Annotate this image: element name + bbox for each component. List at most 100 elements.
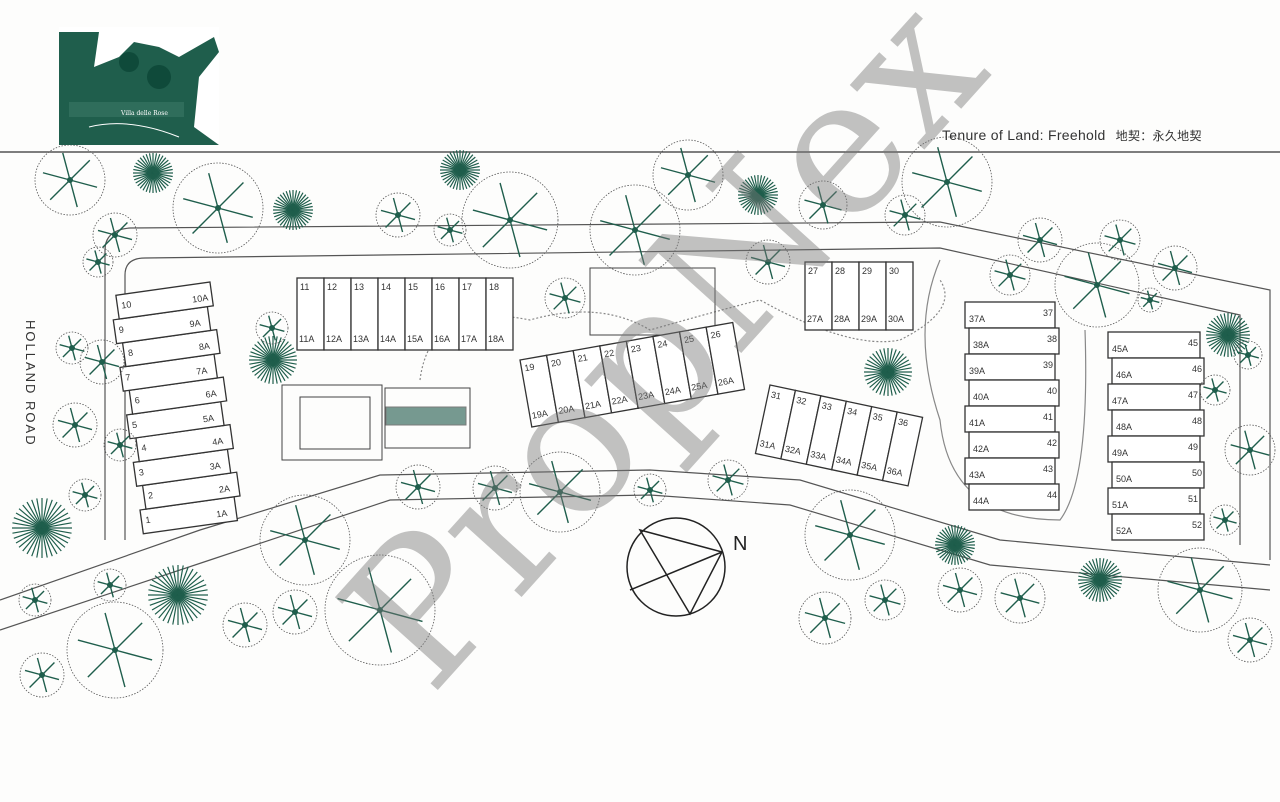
unit-number: 25 [683,334,695,346]
unit-a-number: 20A [558,403,576,416]
unit-number: 13 [354,282,364,292]
unit-number: 47 [1188,390,1198,400]
unit-number: 39 [1043,360,1053,370]
tree-icon [172,162,264,254]
unit-number: 32 [795,395,807,407]
tree-icon [1152,245,1198,291]
unit-a-number: 22A [611,394,629,407]
tree-icon [652,139,724,211]
unit-a-number: 2A [218,483,230,494]
unit-number: 5 [131,420,137,431]
unit-a-number: 3A [209,460,221,471]
tree-icon [935,525,975,565]
unit-number: 8 [127,347,133,358]
tree-icon [1199,374,1231,406]
tree-icon [103,428,137,462]
tree-icon [884,194,926,236]
unit-number: 34 [846,406,858,418]
unit-42[interactable]: 42 42A [968,431,1060,459]
unit-a-number: 42A [973,444,989,454]
tree-icon [1206,313,1250,357]
tree-icon [864,348,912,396]
tenure-en: Tenure of Land: Freehold [942,127,1106,143]
unit-a-number: 6A [205,388,217,399]
unit-a-number: 19A [531,408,549,421]
tree-icon [472,465,518,511]
unit-number: 29 [862,266,872,276]
unit-a-number: 48A [1116,422,1132,432]
unit-number: 35 [872,411,884,423]
unit-number: 50 [1192,468,1202,478]
tree-icon [1137,287,1163,313]
tree-icon [55,331,89,365]
unit-number: 9 [118,325,124,336]
compass-arrow-icon [629,528,724,616]
tree-icon [34,144,106,216]
tree-icon [92,212,138,258]
logo-text: Villa delle Rose [121,110,168,117]
tree-icon [864,579,906,621]
tree-icon [375,192,421,238]
trees [12,136,1276,699]
unit-a-number: 28A [834,314,850,324]
unit-a-number: 14A [380,334,396,344]
unit-number: 6 [134,395,140,406]
compass [626,517,726,617]
unit-a-number: 46A [1116,370,1132,380]
tree-icon [66,601,164,699]
unit-a-number: 43A [969,470,985,480]
unit-a-number: 1A [216,508,228,519]
unit-a-number: 7A [196,365,208,376]
tree-icon [1227,617,1273,663]
tree-icon [259,494,351,586]
unit-a-number: 38A [973,340,989,350]
tree-icon [273,190,313,230]
unit-a-number: 41A [969,418,985,428]
unit-number: 42 [1047,438,1057,448]
unit-number: 18 [489,282,499,292]
tree-icon [1078,558,1122,602]
unit-number: 3 [138,467,144,478]
unit-a-number: 26A [717,375,735,388]
unit-a-number: 30A [888,314,904,324]
